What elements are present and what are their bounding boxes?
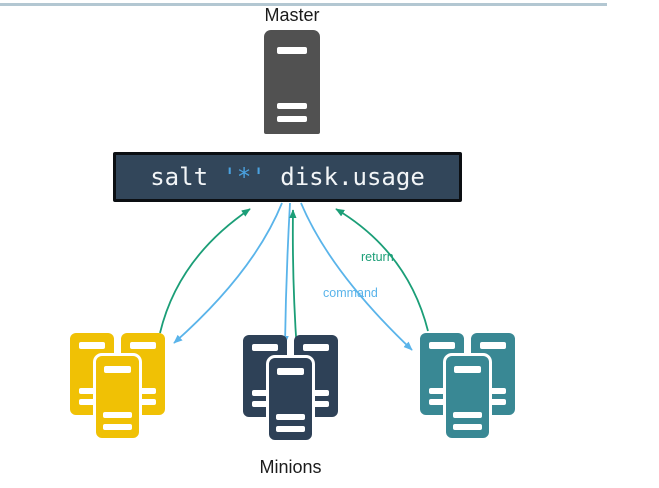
server-bar (103, 412, 132, 418)
server-bar (276, 426, 305, 432)
server-bar (130, 342, 156, 349)
navy-minion-group (243, 335, 338, 443)
server-bar (480, 388, 506, 394)
command-arrow-label: command (323, 286, 378, 300)
server-bar (79, 388, 105, 394)
server-bar (252, 390, 278, 396)
command-arrow-left (173, 202, 283, 344)
yellow-minion-group (70, 333, 165, 441)
master-server-icon (264, 30, 320, 134)
command-arrow-middle (281, 202, 291, 345)
return-arrow-label: return (361, 250, 394, 264)
return-arrow-left (159, 208, 251, 334)
server-bar (429, 342, 455, 349)
server-bar (303, 344, 329, 351)
command-prefix: salt (150, 163, 223, 191)
salt-command-box: salt '*' disk.usage (113, 152, 462, 202)
server-bar (429, 388, 455, 394)
teal-minion-group (420, 333, 515, 441)
server-bar (277, 47, 307, 54)
server-bar (480, 399, 506, 405)
server-bar (79, 342, 105, 349)
server-bar (453, 412, 482, 418)
command-arrow-right (300, 202, 413, 351)
server-bar (277, 368, 304, 375)
top-divider (0, 3, 607, 6)
server-bar (429, 399, 455, 405)
server-bar (130, 399, 156, 405)
server-bar (454, 366, 481, 373)
command-target-glob: '*' (222, 163, 266, 191)
server-bar (104, 366, 131, 373)
server-bar (79, 399, 105, 405)
return-arrow-middle (289, 209, 298, 353)
server-bar (130, 388, 156, 394)
return-arrow-right (335, 208, 429, 332)
server-bar (252, 344, 278, 351)
server-bar (276, 414, 305, 420)
server-bar (303, 390, 329, 396)
minions-label: Minions (259, 457, 322, 477)
server-bar (277, 103, 307, 109)
master-label: Master (264, 5, 320, 25)
server-bar (303, 401, 329, 407)
command-function: disk.usage (265, 163, 425, 191)
server-bar (252, 401, 278, 407)
minion-server-icon (266, 355, 315, 443)
server-bar (453, 424, 482, 430)
server-bar (277, 116, 307, 122)
minion-server-icon (443, 353, 492, 441)
minion-server-icon (93, 353, 142, 441)
server-bar (103, 424, 132, 430)
server-bar (480, 342, 506, 349)
